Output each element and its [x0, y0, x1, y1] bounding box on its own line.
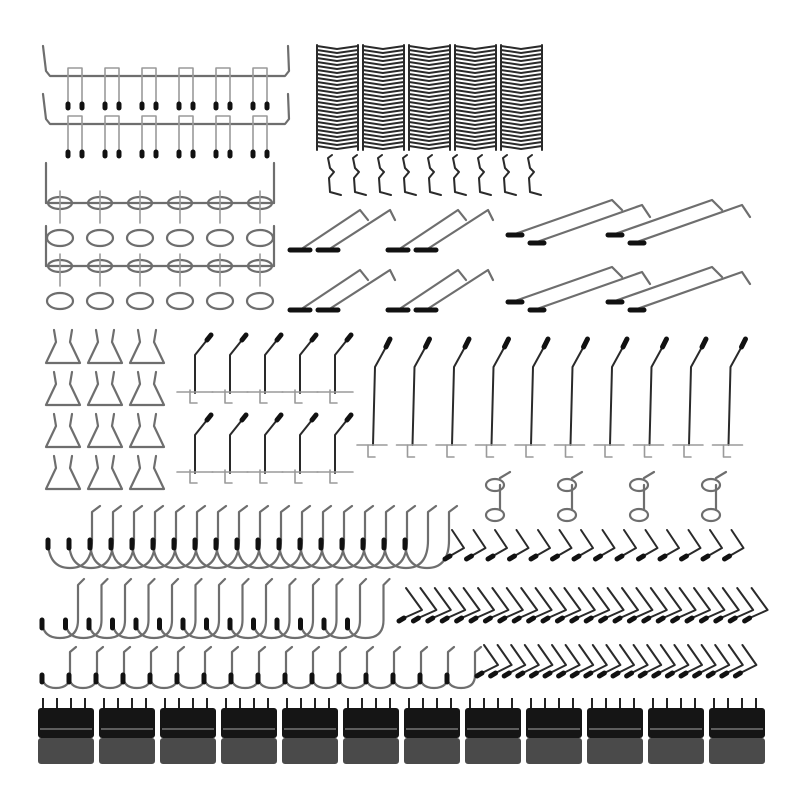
j-hooks-medium [39, 577, 391, 640]
double-prong-hooks-short [287, 208, 495, 313]
angled-tool-hooks-short [176, 332, 354, 484]
angled-tool-hooks-long [356, 336, 748, 458]
l-hooks-row-3 [474, 644, 758, 679]
l-hooks-row-1 [442, 529, 745, 562]
multi-hook-racks [41, 44, 291, 159]
ring-spring-hooks [484, 470, 728, 523]
zigzag-lock-clips [327, 154, 542, 196]
ring-holder-racks [44, 161, 276, 311]
hook-clips-strips [316, 44, 543, 151]
storage-bins [38, 698, 765, 764]
l-hooks-row-2 [396, 587, 769, 624]
double-prong-hooks-long [505, 198, 752, 313]
j-hooks-large [45, 504, 459, 570]
j-hooks-small [39, 645, 483, 690]
flask-shaped-holders [44, 328, 166, 491]
